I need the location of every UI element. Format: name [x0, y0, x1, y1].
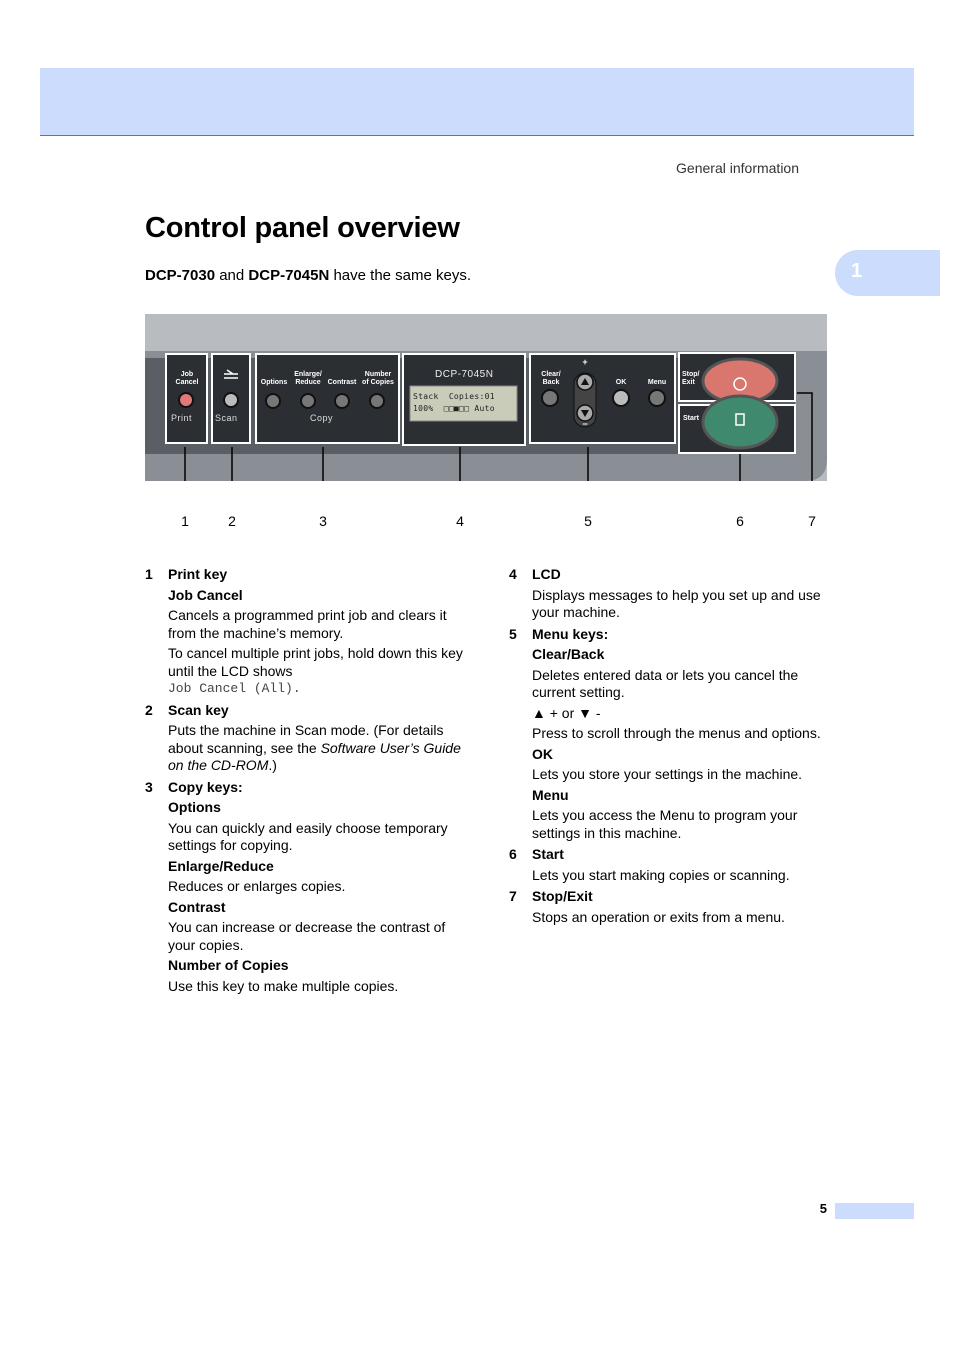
chapter-number: 1	[851, 260, 863, 282]
item-heading: Scan key	[168, 701, 229, 718]
list-item: 5 Menu keys: Clear/Back Deletes entered …	[509, 626, 839, 843]
control-panel-illustration: Job Cancel Print Scan Options Enlarge/ R…	[145, 314, 827, 481]
lcd-line-2: 100% □□■□□ Auto	[413, 404, 495, 413]
item-heading: Print key	[168, 566, 228, 582]
lcd-line-1: Stack Copies:01	[413, 392, 495, 401]
intro-text: DCP-7030 and DCP-7045N have the same key…	[145, 267, 472, 284]
callout-5: 5	[584, 513, 592, 529]
callout-2: 2	[228, 513, 236, 529]
plus-label: +	[582, 357, 588, 367]
callout-7: 7	[808, 513, 816, 529]
descriptions-right-column: 4 LCD Displays messages to help you set …	[509, 566, 839, 930]
copy-label: Copy	[310, 413, 334, 423]
menu-key-label: Menu	[647, 379, 667, 386]
chapter-tab: 1	[835, 250, 940, 296]
item-heading: Copy keys:	[168, 778, 243, 795]
callout-3: 3	[319, 513, 327, 529]
print-label: Print	[171, 413, 193, 423]
list-item: 3 Copy keys: Options You can quickly and…	[145, 779, 475, 996]
footer-band	[835, 1203, 914, 1219]
panel-artwork	[145, 314, 827, 481]
callout-6: 6	[736, 513, 744, 529]
callout-1: 1	[181, 513, 189, 529]
callout-4: 4	[456, 513, 464, 529]
number-of-copies-key-label: Number of Copies	[362, 371, 394, 386]
clear-back-key-label: Clear/ Back	[541, 371, 561, 386]
minus-label: −	[582, 419, 588, 429]
stop-exit-key-label: Stop/ Exit	[682, 371, 700, 386]
list-item: 6 Start Lets you start making copies or …	[509, 846, 790, 883]
page-title: Control panel overview	[145, 212, 460, 244]
list-item: 1 Print key Job Cancel Cancels a program…	[145, 566, 475, 698]
list-item: 4 LCD Displays messages to help you set …	[509, 566, 821, 620]
options-key-label: Options	[260, 379, 288, 386]
running-header: General information	[676, 160, 799, 176]
job-cancel-key-label: Job Cancel	[175, 371, 199, 386]
list-item: 2 Scan key Puts the machine in Scan mode…	[145, 702, 475, 775]
header-band	[40, 68, 914, 136]
lcd-model-name: DCP-7045N	[435, 369, 494, 380]
descriptions-left-column: 1 Print key Job Cancel Cancels a program…	[145, 566, 475, 999]
ok-key-label: OK	[615, 379, 627, 386]
contrast-key-label: Contrast	[327, 379, 357, 386]
start-key-label: Start	[683, 415, 699, 422]
scan-label: Scan	[215, 413, 238, 423]
enlarge-reduce-key-label: Enlarge/ Reduce	[294, 371, 322, 386]
list-item: 7 Stop/Exit Stops an operation or exits …	[509, 888, 785, 925]
arrow-keys-label: ▲ + or ▼ -	[532, 704, 601, 721]
page-number: 5	[819, 1201, 827, 1216]
item-subheading: Job Cancel	[168, 586, 243, 603]
